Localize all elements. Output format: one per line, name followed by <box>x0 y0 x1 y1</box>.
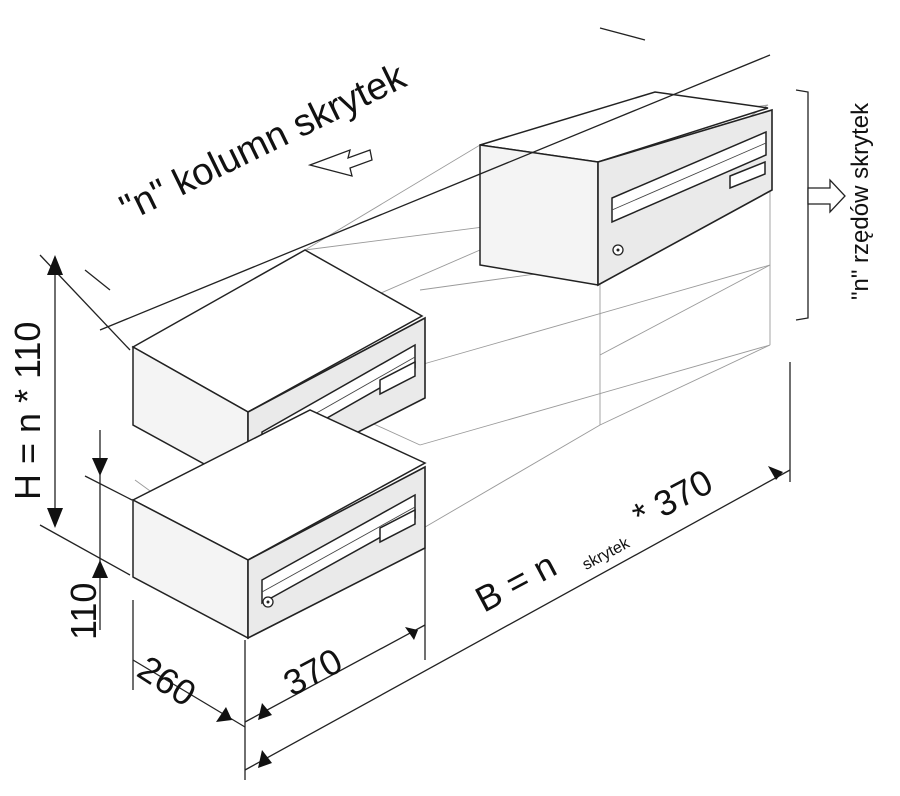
width-formula-subscript: skrytek <box>580 534 634 573</box>
depth-label: 260 <box>131 647 204 714</box>
width-formula-suffix: * 370 <box>626 461 719 537</box>
mailbox-left-lower <box>131 409 427 640</box>
rows-direction-arrow-icon <box>807 178 846 214</box>
unit-width-label: 370 <box>277 640 349 704</box>
arrowheads <box>47 255 783 768</box>
unit-height-label: 110 <box>63 583 104 640</box>
width-formula-prefix: B = n <box>469 544 563 620</box>
mailbox-top-right <box>479 91 773 287</box>
width-formula-label: B = n skrytek * 370 <box>469 461 720 620</box>
columns-direction-arrow-icon <box>307 148 373 177</box>
height-formula-label: H = n * 110 <box>7 322 48 500</box>
columns-label: "n" kolumn skrytek <box>114 55 414 230</box>
rows-label: "n" rzędów skrytek <box>847 102 874 300</box>
